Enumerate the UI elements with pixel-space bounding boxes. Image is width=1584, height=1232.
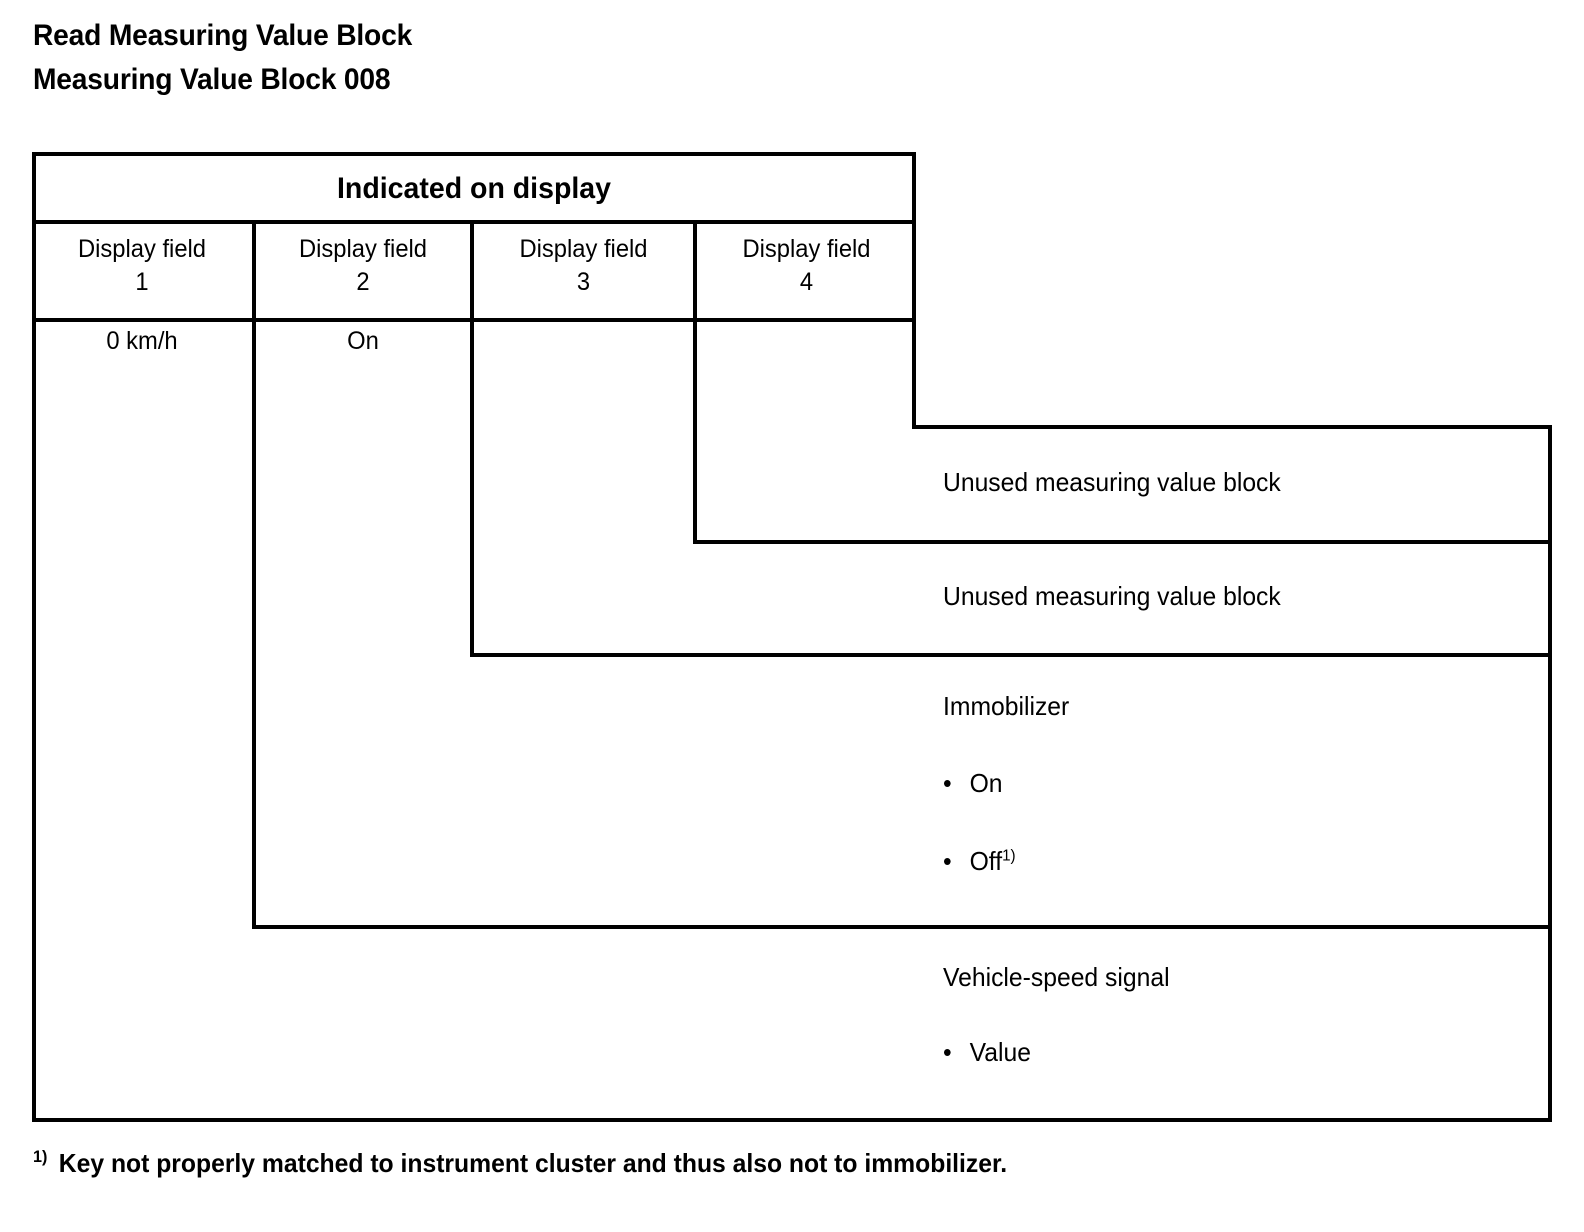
column-header-1: Display field 1 [38,233,247,299]
title-line-2: Measuring Value Block 008 [33,63,391,96]
column-header-1-label: Display field [77,235,207,263]
footnote-marker: 1) [33,1147,48,1167]
table-top-border [32,152,916,156]
column-value-2: On [347,327,379,355]
column-header-4: Display field 4 [702,233,910,299]
panel-step-top-border [912,425,1552,429]
main-table-right-border [912,152,916,429]
row-divider-1 [693,540,1552,544]
column-header-2-label: Display field [298,235,428,263]
footnote-text: Key not properly matched to instrument c… [58,1148,1008,1178]
panel-right-border [1548,425,1552,1122]
field-label-divider [32,318,916,322]
bullet-dot-icon: • [943,1037,952,1067]
column-header-2: Display field 2 [261,233,464,299]
description-title-3: Immobilizer [943,691,1070,721]
footnote: 1) Key not properly matched to instrument… [33,1146,1458,1180]
page-title: Read Measuring Value Block Measuring Val… [33,14,933,102]
group-header-label: Indicated on display [337,172,611,205]
description-title-2: Unused measuring value block [943,581,1281,611]
row-divider-2 [470,653,1552,657]
column-header-1-number: 1 [135,268,149,296]
description-title-1: Unused measuring value block [943,467,1281,497]
description-4-bullet-1: • Value [943,1036,1031,1068]
column-divider-2 [470,220,474,657]
row-divider-3 [252,925,1552,929]
table-bottom-border [32,1118,1552,1122]
group-header-divider [32,220,916,224]
title-line-1: Read Measuring Value Block [33,19,413,52]
table-left-border [32,152,36,1122]
description-3-bullet-2: • Off1) [943,845,1016,877]
bullet-dot-icon: • [943,768,952,798]
column-value-1: 0 km/h [106,327,178,355]
column-header-2-number: 2 [356,268,370,296]
column-header-3: Display field 3 [479,233,687,299]
column-header-4-number: 4 [799,268,814,296]
bullet-dot-icon: • [943,846,952,876]
description-title-4: Vehicle-speed signal [943,962,1170,992]
column-divider-1 [252,220,256,929]
column-header-3-label: Display field [519,235,648,263]
description-3-bullet-2-text: Off [969,846,1003,876]
description-3-bullet-1-text: On [969,768,1003,798]
description-3-bullet-1: • On [943,767,1003,799]
description-3-bullet-2-footnote-marker: 1) [1002,847,1016,865]
column-divider-3 [693,220,697,544]
column-header-4-label: Display field [742,235,871,263]
description-4-bullet-1-text: Value [969,1037,1031,1067]
column-header-3-number: 3 [576,268,591,296]
